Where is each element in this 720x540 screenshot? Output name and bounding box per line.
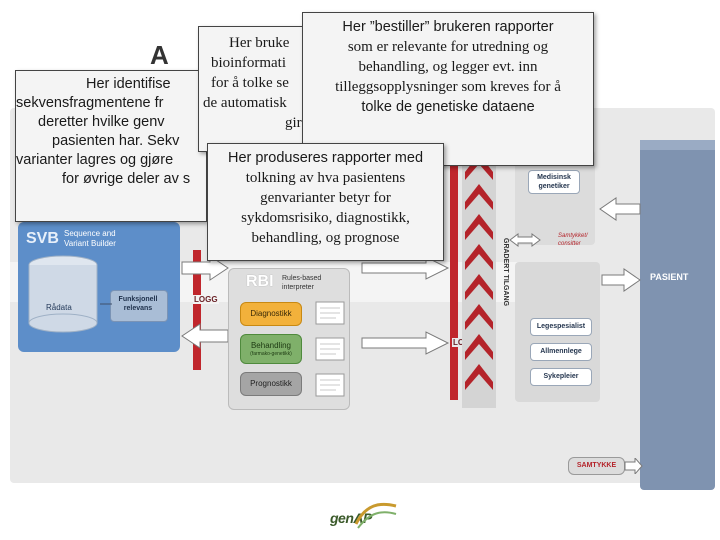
callout-line: gir xyxy=(285,115,302,131)
rbi-item-sublabel: (farmako-genetikk) xyxy=(250,351,292,357)
callout-line: som er relevante for utredning og xyxy=(347,39,549,55)
log-label-left: LOGG xyxy=(193,295,219,304)
box-specialist: Legespesialist xyxy=(530,318,592,336)
box-label: Allmennlege xyxy=(540,348,582,355)
box-gp: Allmennlege xyxy=(530,343,592,361)
rbi-item-label: Diagnostikk xyxy=(250,309,292,318)
patient-label: PASIENT xyxy=(650,272,689,282)
box-label: Sykepleier xyxy=(543,373,579,380)
callout-line: tilleggsopplysninger som kreves for å xyxy=(335,79,561,95)
callout-line: behandling, og prognose xyxy=(251,230,400,246)
consent-label: SAMTYKKE xyxy=(576,462,617,469)
dna-leaf-icon xyxy=(354,502,397,529)
callout-line: Her ”bestiller” brukeren rapporter xyxy=(342,19,554,35)
rbi-item-diagnostikk: Diagnostikk xyxy=(240,302,302,326)
patient-column-top xyxy=(640,140,715,150)
callout-line: genvarianter betyr for xyxy=(260,190,391,206)
box-label: Medisinsk genetiker xyxy=(537,174,571,190)
callout-line: de automatisk xyxy=(203,95,287,111)
rbi-item-prognostikk: Prognostikk xyxy=(240,372,302,396)
callout-line: varianter lagres og gjøre xyxy=(16,152,174,168)
database-label: Rådata xyxy=(46,303,72,312)
arrow-from-patient xyxy=(599,197,641,221)
callout-line: for å tolke se xyxy=(211,75,289,91)
callout-top-right: Her ”bestiller” brukeren rapporter som e… xyxy=(302,12,594,166)
consent-arrow-label: Samtykket/ consitter xyxy=(558,233,588,247)
relevance-box xyxy=(110,290,168,322)
callout-line: Her produseres rapporter med xyxy=(227,150,424,166)
box-label: Legespesialist xyxy=(536,323,586,330)
callout-line: sykdomsrisiko, diagnostikk, xyxy=(241,210,410,226)
box-nurse: Sykepleier xyxy=(530,368,592,386)
rbi-item-label: Behandling xyxy=(250,341,292,350)
callout-line: for øvrige deler av s xyxy=(62,171,191,187)
callout-line: sekvensfragmentene fr xyxy=(16,95,164,111)
svb-name: Sequence and Variant Builder xyxy=(64,229,116,248)
arrow-rbi-to-access xyxy=(361,331,450,355)
box-medical-geneticist: Medisinsk genetiker xyxy=(528,170,580,194)
consent-box: SAMTYKKE xyxy=(568,457,625,475)
patient-column xyxy=(640,140,715,490)
log-bar-right xyxy=(450,150,458,400)
callout-line: behandling, og legger evt. inn xyxy=(358,59,538,75)
database-icon xyxy=(28,255,98,333)
callout-line: Her bruke xyxy=(229,35,290,51)
arrow-rbi-to-svb xyxy=(181,323,229,349)
arrow-consent-to-patient xyxy=(624,458,643,474)
rbi-name: Rules-based interpreter xyxy=(282,275,322,291)
callout-line: bioinformati xyxy=(211,55,286,71)
arrow-to-patient xyxy=(601,268,641,292)
relevance-label: Funksjonell relevans xyxy=(118,296,158,312)
rbi-abbr: RBI xyxy=(246,273,274,290)
callout-line: Her identifise xyxy=(86,76,171,92)
title-fragment: A xyxy=(150,40,169,70)
arrow-rbi-to-access-upper xyxy=(361,256,450,280)
svb-abbr: SVB xyxy=(26,230,59,247)
arrow-svb-to-rbi xyxy=(181,255,229,281)
rbi-item-label: Prognostikk xyxy=(250,379,292,388)
callout-line: tolkning av hva pasientens xyxy=(245,170,406,186)
genap-logo: genAP xyxy=(330,498,400,534)
rbi-item-behandling: Behandling (farmako-genetikk) xyxy=(240,334,302,364)
callout-report: Her produseres rapporter med tolkning av… xyxy=(207,143,444,261)
graded-access-label: GRADERT TILGANG xyxy=(502,238,509,307)
double-arrow-icon xyxy=(509,233,541,247)
callout-line: tolke de genetiske dataene xyxy=(361,99,535,115)
callout-line: deretter hvilke genv xyxy=(38,114,165,130)
connector-line xyxy=(100,303,112,305)
log-bar-left xyxy=(193,250,201,370)
callout-left: Her identifise sekvensfragmentene fr der… xyxy=(15,70,207,222)
callout-line: pasienten har. Sekv xyxy=(52,133,180,149)
report-documents-icon xyxy=(315,301,345,397)
